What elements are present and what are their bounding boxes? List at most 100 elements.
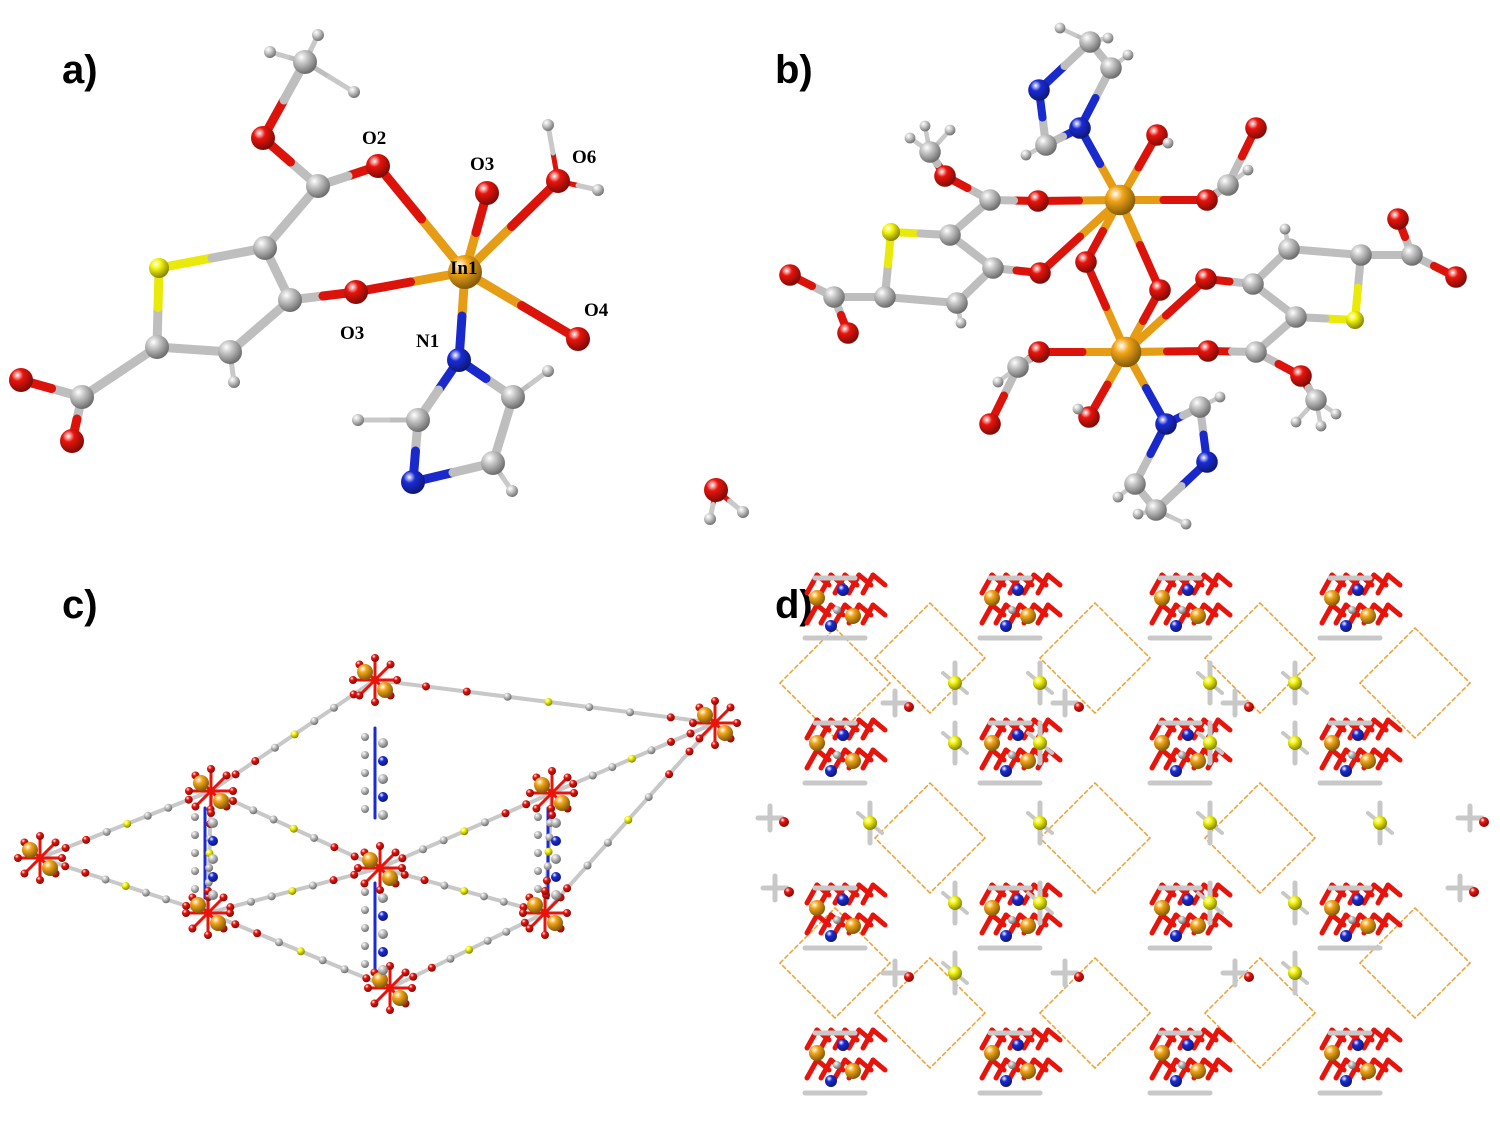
hydrogen-atom (592, 184, 604, 196)
oxygen-atom (370, 999, 379, 1008)
oxygen-atom (563, 773, 572, 782)
nitrogen-atom (825, 930, 837, 942)
panel-c-framework (14, 654, 741, 1014)
carbon-atom (583, 861, 592, 870)
carbon-atom (378, 965, 388, 975)
oxygen-atom (329, 876, 338, 885)
hydrogen-atom (904, 132, 916, 144)
indium-atom (1360, 918, 1376, 934)
carboxylate-bond (1375, 882, 1391, 906)
oxygen-atom (1244, 702, 1254, 712)
indium-atom (534, 777, 550, 793)
carboxylate-bond (1149, 747, 1165, 771)
carboxylate-bond (870, 717, 888, 733)
carbon-atom (534, 831, 542, 839)
hydrogen-bond (1414, 682, 1471, 739)
indium-atom (357, 664, 373, 680)
nitrogen-atom (378, 792, 388, 802)
oxygen-atom (393, 676, 401, 684)
carboxylate-bond (1177, 1057, 1193, 1081)
carbon-atom (939, 224, 961, 246)
carbon-atom (1285, 306, 1307, 328)
carboxylate-bond (1205, 1027, 1221, 1051)
sulfur-atom (948, 966, 962, 980)
carbon-atom (1035, 134, 1057, 156)
oxygen-atom (398, 864, 406, 872)
carbon-atom (483, 936, 492, 945)
nitrogen-atom (837, 1039, 849, 1051)
carbon-atom (1079, 31, 1101, 53)
hydrogen-bond (1259, 1012, 1316, 1069)
oxygen-atom (360, 879, 369, 888)
nitrogen-atom (1170, 930, 1182, 942)
oxygen-atom (1074, 702, 1084, 712)
carboxylate-bond (1375, 602, 1391, 626)
carbon-atom (1178, 751, 1186, 759)
carboxylate-bond (1045, 717, 1063, 733)
carbon-atom (534, 867, 542, 875)
carboxylate-bond (1319, 1057, 1335, 1081)
oxygen-atom (704, 478, 728, 502)
carbon-atom (253, 236, 277, 260)
nitrogen-atom (1000, 1075, 1012, 1087)
oxygen-atom (689, 719, 697, 727)
oxygen-atom (1146, 124, 1168, 146)
hydrogen-atom (312, 29, 324, 41)
indium-atom (1154, 1045, 1170, 1061)
sulfur-atom (1288, 896, 1302, 910)
nitrogen-atom (208, 872, 218, 882)
carboxylate-bond (832, 912, 848, 936)
carbon-atom (406, 408, 430, 432)
hydrogen-bond (1204, 782, 1261, 839)
sulfur-atom (289, 824, 298, 833)
carboxylate-bond (804, 912, 820, 936)
oxygen-atom (251, 757, 260, 766)
carboxylate-bond (979, 602, 995, 626)
carbon-atom (603, 838, 612, 847)
oxygen-atom (1479, 817, 1489, 827)
sulfur-atom (1033, 676, 1047, 690)
indium-atom (1020, 608, 1036, 624)
nitrogen-atom (825, 1075, 837, 1087)
carboxylate-bond (1319, 912, 1335, 936)
sulfur-atom (1203, 816, 1217, 830)
indium-atom (809, 1045, 825, 1061)
indium-atom (809, 900, 825, 916)
oxygen-atom (1244, 972, 1254, 982)
indium-atom (213, 793, 229, 809)
panel-b-label: b) (775, 48, 813, 92)
oxygen-atom (726, 703, 735, 712)
panel-a-molecule: O2 O3 O6 In1 O3 O4 N1 (9, 29, 749, 525)
sulfur-atom (948, 736, 962, 750)
hydrogen-bond (1039, 782, 1096, 839)
sulfur-atom (121, 882, 130, 891)
indium-atom (527, 897, 543, 913)
carboxylate-bond (1215, 1027, 1233, 1043)
indium-atom (362, 852, 378, 868)
indium-atom (448, 255, 482, 289)
atom-label-o6: O6 (572, 147, 596, 168)
carbon-atom (145, 335, 169, 359)
hydrogen-atom (1020, 149, 1032, 161)
oxygen-atom (837, 322, 859, 344)
carboxylate-bond (1205, 1057, 1221, 1081)
indium-atom (984, 590, 1000, 606)
carbon-atom (1178, 606, 1186, 614)
atom-label-n1: N1 (416, 331, 439, 352)
carbon-atom (361, 805, 369, 813)
sulfur-atom (1346, 311, 1364, 329)
carbon-atom (647, 746, 656, 755)
carbon-atom (833, 916, 841, 924)
carbon-atom (102, 827, 111, 836)
oxygen-atom (1245, 117, 1267, 139)
carboxylate-bond (1215, 717, 1233, 733)
carboxylate-bond (860, 882, 876, 906)
nitrogen-atom (1012, 894, 1024, 906)
indium-atom (382, 870, 398, 886)
oxygen-atom (779, 264, 801, 286)
carbon-atom (502, 927, 511, 936)
carbon-atom (249, 806, 258, 815)
sulfur-atom (460, 827, 469, 836)
nitrogen-atom (1012, 584, 1024, 596)
indium-atom (554, 795, 570, 811)
